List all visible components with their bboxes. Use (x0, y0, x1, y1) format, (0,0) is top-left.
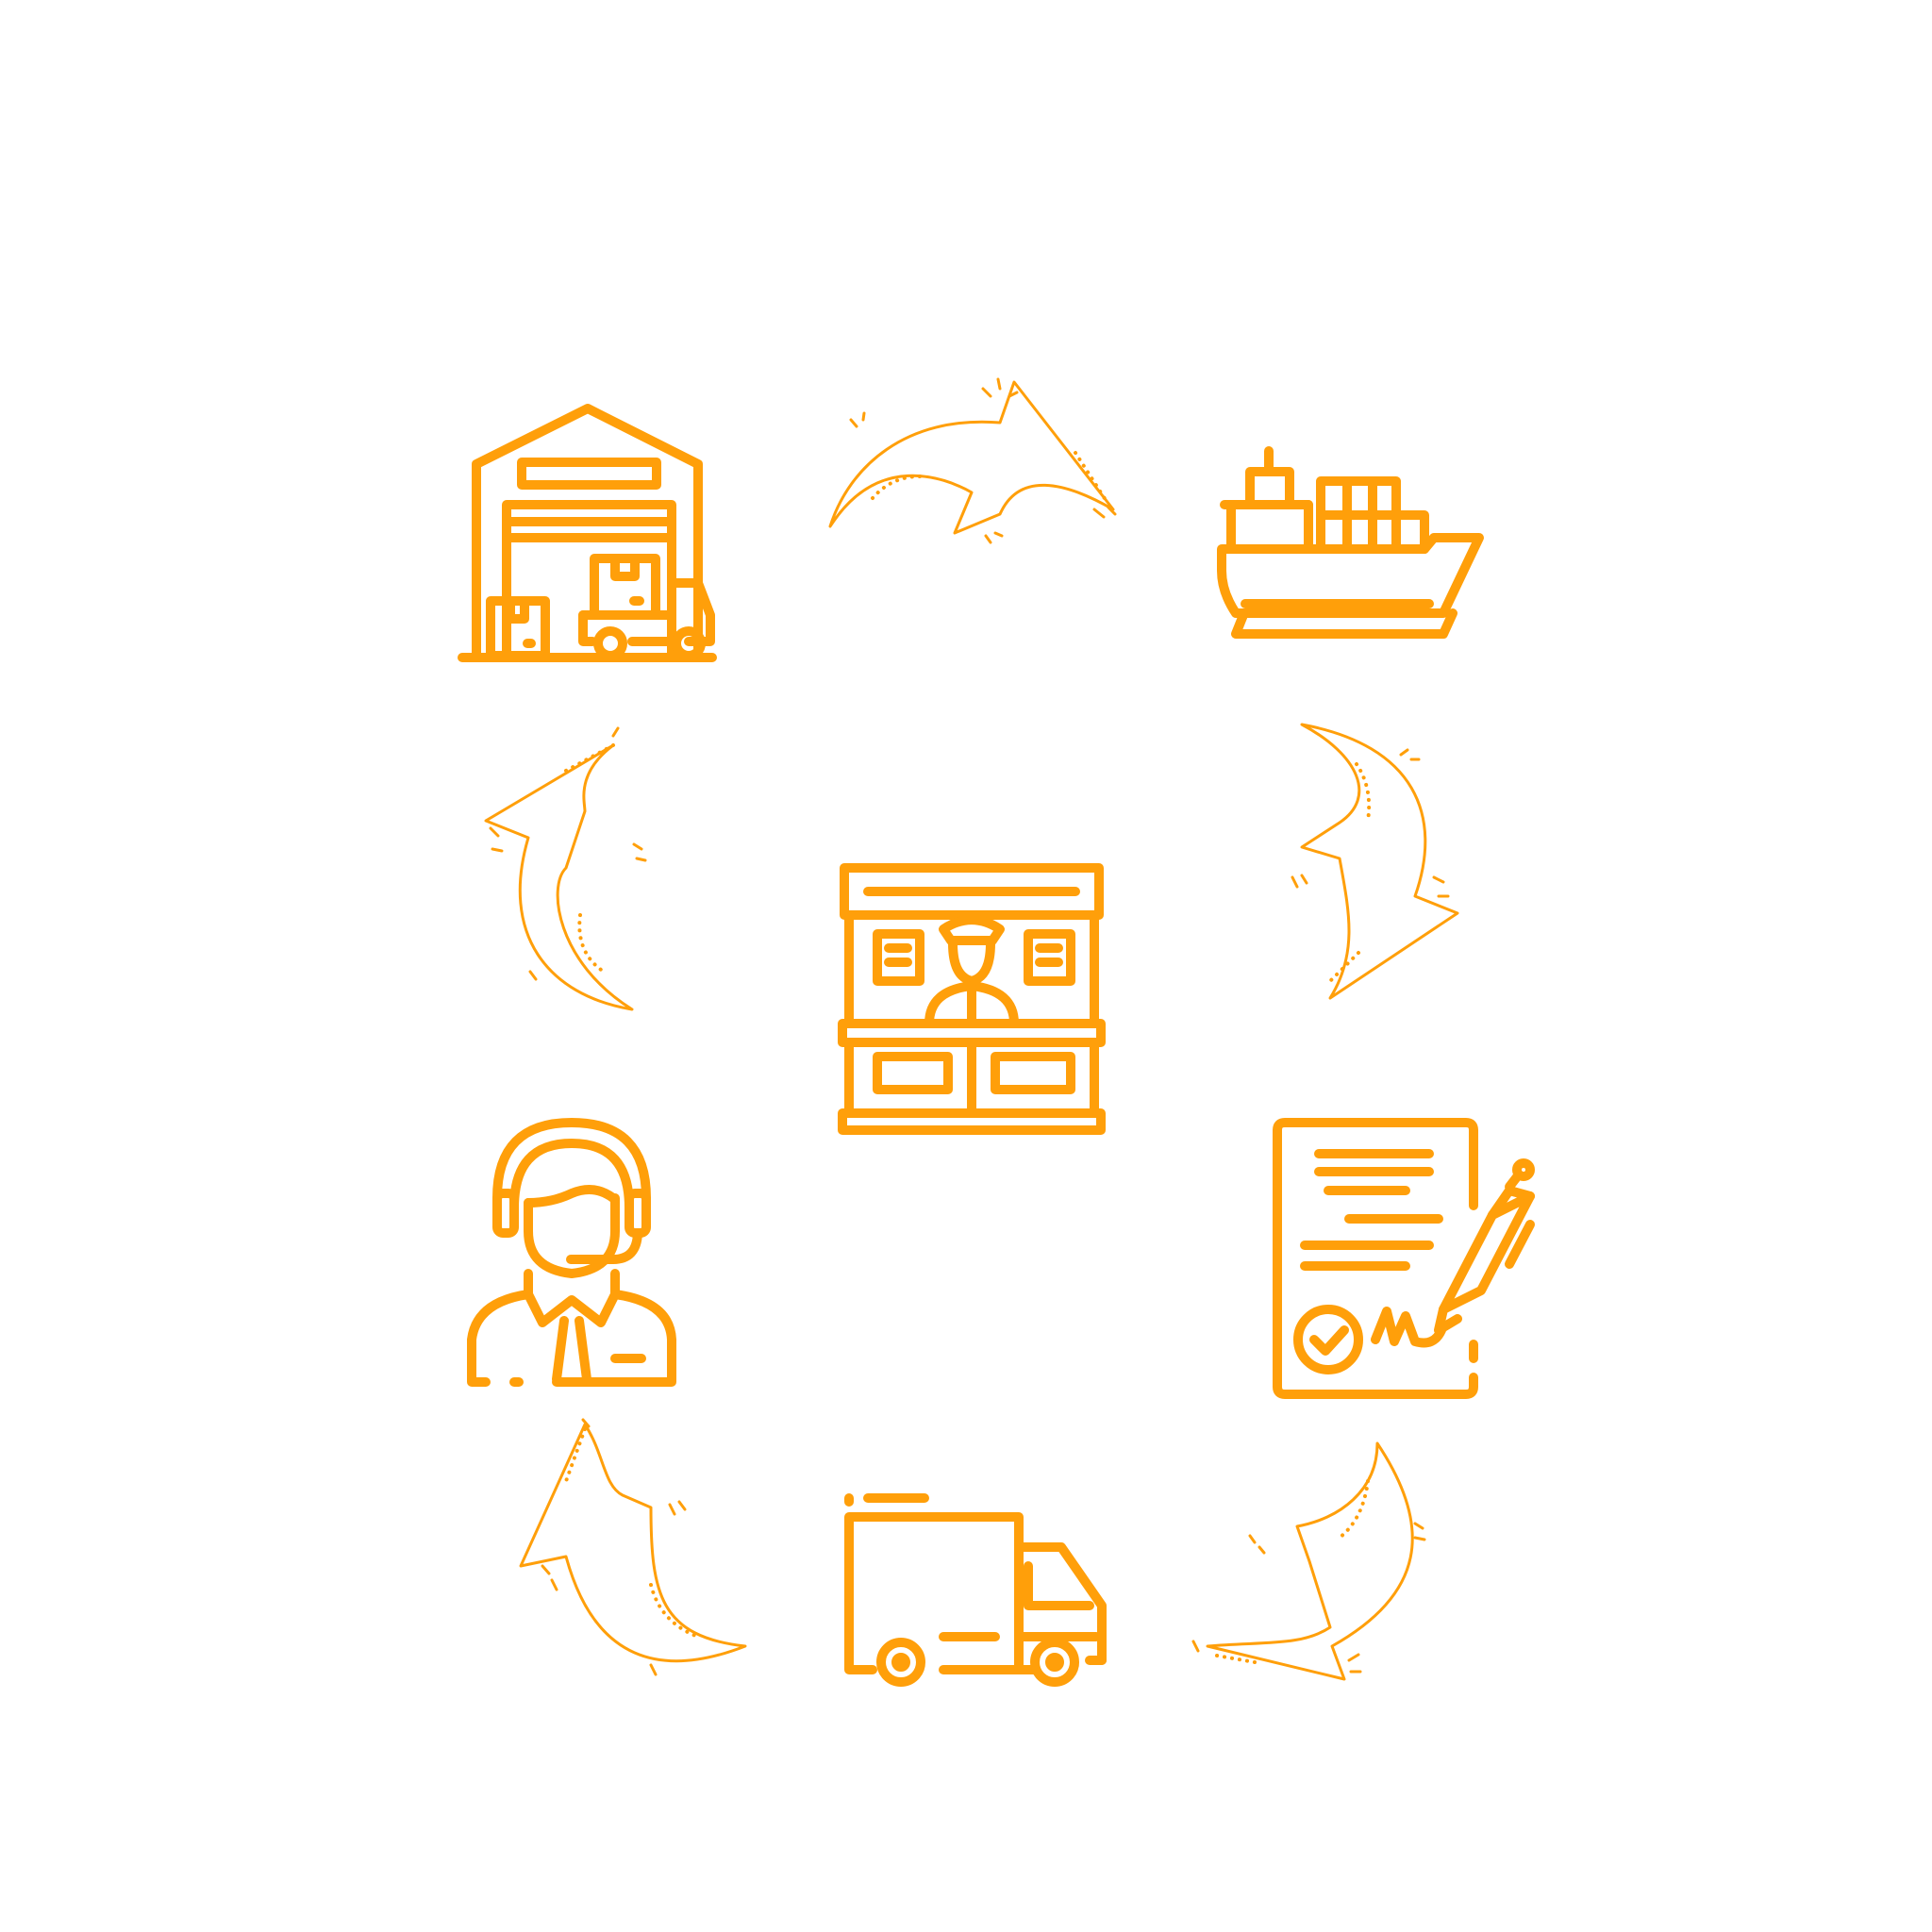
cargo-ship-icon (1217, 446, 1484, 639)
customer-support-agent-icon (467, 1118, 676, 1387)
cycle-arrow-support-to-warehouse (484, 726, 647, 1011)
cycle-arrow-ship-to-contract (1291, 723, 1459, 1000)
cycle-arrow-warehouse-to-ship (828, 377, 1117, 544)
customs-booth-icon (838, 863, 1106, 1135)
delivery-truck-icon (844, 1493, 1107, 1687)
cycle-arrow-truck-to-support (519, 1418, 747, 1676)
signed-document-icon (1273, 1118, 1535, 1399)
cycle-arrow-contract-to-truck (1191, 1441, 1426, 1681)
warehouse-icon (458, 404, 717, 662)
